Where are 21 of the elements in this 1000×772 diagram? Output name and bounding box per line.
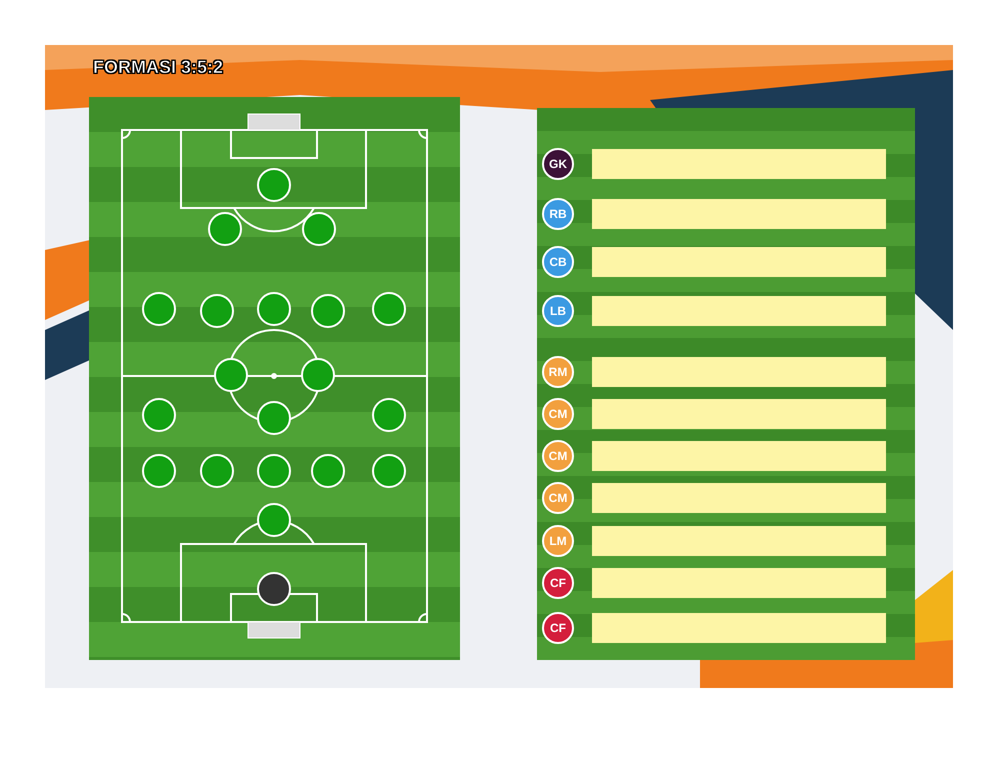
player-marker: [302, 212, 336, 246]
player-marker: [142, 292, 176, 326]
player-marker: [257, 292, 291, 326]
player-marker: [372, 292, 406, 326]
player-marker: [311, 454, 345, 488]
player-marker: [208, 212, 242, 246]
player-marker: [142, 398, 176, 432]
player-marker: [311, 294, 345, 328]
player-marker: [257, 168, 291, 202]
player-marker: [257, 503, 291, 537]
player-marker: [257, 454, 291, 488]
player-marker: [372, 454, 406, 488]
player-marker: [372, 398, 406, 432]
player-marker: [200, 294, 234, 328]
player-marker: [257, 572, 291, 606]
player-marker: [142, 454, 176, 488]
player-marker: [301, 358, 335, 392]
player-marker: [214, 358, 248, 392]
title: FORMASI 3:5:2: [93, 57, 224, 78]
player-marker: [257, 401, 291, 435]
player-marker: [200, 454, 234, 488]
